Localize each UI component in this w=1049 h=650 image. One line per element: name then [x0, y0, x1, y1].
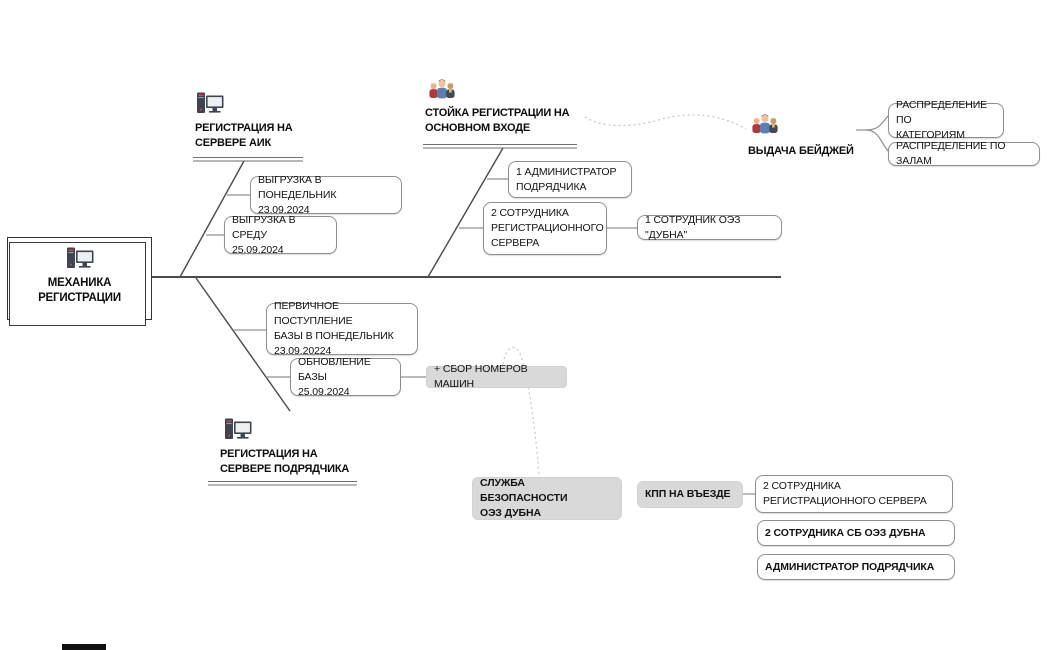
node-unload-monday[interactable]: ВЫГРУЗКА В ПОНЕДЕЛЬНИК 23.09.2024	[250, 174, 402, 216]
node-admin-contractor[interactable]: 1 АДМИНИСТРАТОР ПОДРЯДЧИКА	[508, 161, 632, 198]
node-unload-wednesday[interactable]: ВЫГРУЗКА В СРЕДУ 25.09.2024	[224, 214, 337, 256]
dashed-link-frontdesk-badges	[584, 114, 747, 130]
node-checkpoint-sb-staff[interactable]: 2 СОТРУДНИКА СБ ОЭЗ ДУБНА	[757, 520, 955, 546]
people-icon	[429, 79, 455, 99]
node-reg-server-staff[interactable]: 2 СОТРУДНИКА РЕГИСТРАЦИОННОГО СЕРВЕРА	[483, 202, 607, 255]
branch-line-contractor	[195, 277, 291, 412]
node-db-update[interactable]: ОБНОВЛЕНИЕ БАЗЫ 25.09.2024	[290, 356, 401, 398]
people-icon	[752, 114, 778, 134]
branch-label-badges[interactable]: ВЫДАЧА БЕЙДЖЕЙ	[748, 145, 854, 157]
root-node-mechanics[interactable]: МЕХАНИКА РЕГИСТРАЦИИ	[7, 237, 152, 326]
computer-icon	[197, 92, 224, 113]
node-db-initial[interactable]: ПЕРВИЧНОЕ ПОСТУПЛЕНИЕ БАЗЫ В ПОНЕДЕЛЬНИК…	[266, 300, 418, 357]
node-checkpoint-reg-staff[interactable]: 2 СОТРУДНИКА РЕГИСТРАЦИОННОГО СЕРВЕРА	[755, 475, 953, 513]
connector-badges-category	[856, 115, 889, 131]
root-node-label: МЕХАНИКА РЕГИСТРАЦИИ	[38, 277, 121, 304]
computer-icon	[225, 418, 252, 439]
node-checkpoint[interactable]: КПП НА ВЪЕЗДЕ	[637, 481, 743, 508]
branch-label-aik-server[interactable]: РЕГИСТРАЦИЯ НА СЕРВЕРЕ АИК	[195, 122, 293, 149]
node-by-category[interactable]: РАСПРЕДЕЛЕНИЕ ПО КАТЕГОРИЯМ	[888, 99, 1004, 141]
branch-label-front-desk[interactable]: СТОЙКА РЕГИСТРАЦИИ НА ОСНОВНОМ ВХОДЕ	[425, 107, 570, 134]
node-security-service[interactable]: СЛУЖБА БЕЗОПАСНОСТИ ОЭЗ ДУБНА	[472, 477, 622, 520]
node-checkpoint-admin[interactable]: АДМИНИСТРАТОР ПОДРЯДЧИКА	[757, 554, 955, 580]
node-car-numbers[interactable]: + СБОР НОМЕРОВ МАШИН	[426, 363, 567, 390]
bottom-edge-artifact	[62, 644, 106, 650]
branch-line-aik	[179, 160, 245, 278]
branch-label-contractor-server[interactable]: РЕГИСТРАЦИЯ НА СЕРВЕРЕ ПОДРЯДЧИКА	[220, 448, 350, 475]
node-by-halls[interactable]: РАСПРЕДЕЛЕНИЕ ПО ЗАЛАМ	[888, 140, 1040, 167]
connector-badges-halls	[865, 129, 889, 152]
computer-icon	[66, 247, 93, 268]
branch-line-front-desk	[427, 147, 504, 278]
node-oez-dubna-staff[interactable]: 1 СОТРУДНИК ОЭЗ "ДУБНА"	[637, 214, 782, 241]
